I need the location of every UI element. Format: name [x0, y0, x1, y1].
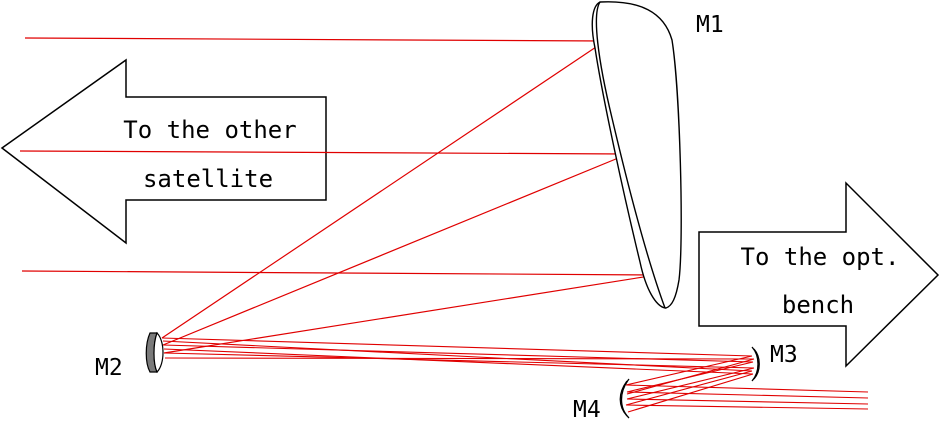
arrow-right-label-line1: To the opt. — [741, 243, 900, 271]
arrow-left-label-line1: To the other — [123, 116, 296, 144]
label-m4: M4 — [573, 397, 601, 423]
mirror-m3 — [751, 346, 760, 382]
arrow-right-label-line2: bench — [782, 291, 854, 319]
label-m1: M1 — [696, 12, 724, 38]
arrow-left-label-line2: satellite — [143, 165, 273, 193]
output-beams — [625, 384, 869, 410]
arrow-to-optical-bench — [698, 181, 940, 368]
mirror-m2 — [145, 331, 164, 374]
label-m3: M3 — [770, 342, 798, 368]
m2-to-m3-beams — [161, 337, 755, 375]
m3-to-m4-beams — [625, 355, 755, 413]
label-m2: M2 — [95, 355, 123, 381]
mirror-m1 — [591, 1, 682, 309]
m1-to-m2-beams — [161, 40, 657, 354]
mirror-m4 — [619, 378, 630, 419]
